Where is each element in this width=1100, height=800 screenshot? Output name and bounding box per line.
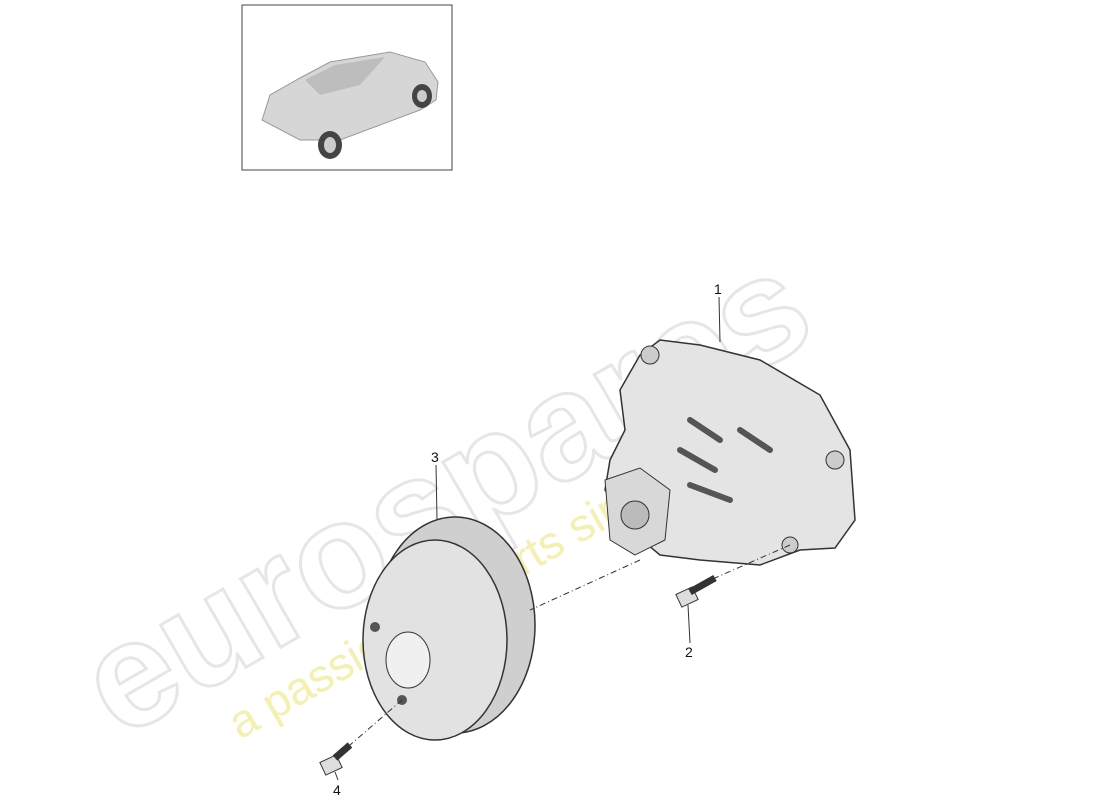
callout-2[interactable]: 2: [685, 644, 693, 660]
callout-3[interactable]: 3: [431, 449, 439, 465]
car-icon: [261, 51, 439, 159]
vehicle-thumbnail[interactable]: [241, 4, 453, 171]
callouts: [334, 296, 721, 781]
assembly-lines: [349, 544, 791, 746]
bolt-4[interactable]: [319, 742, 353, 776]
callout-1[interactable]: 1: [714, 281, 722, 297]
bolt-2[interactable]: [675, 574, 717, 608]
water-pump[interactable]: [604, 339, 856, 566]
pulley[interactable]: [362, 516, 536, 741]
callout-4[interactable]: 4: [333, 782, 341, 798]
